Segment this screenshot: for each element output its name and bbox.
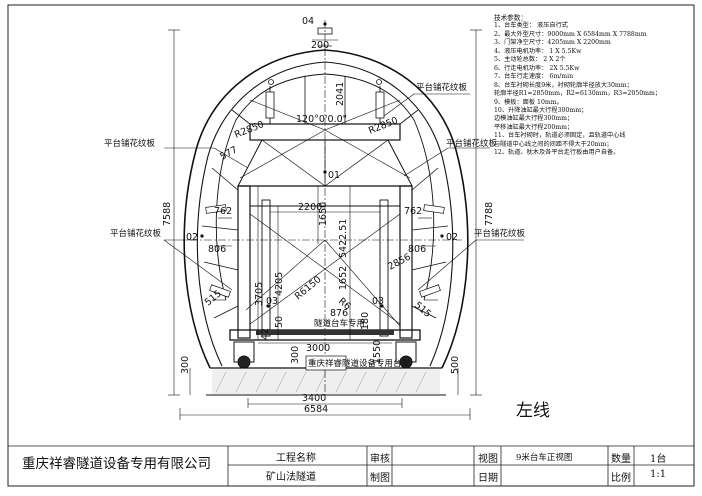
tech-note-11: 11、台车衬砌时，轨道必须固定，且轨道中心线	[494, 132, 626, 140]
tech-note-12: 12、轨道、枕木及各平台走行板由用户自备。	[494, 149, 620, 157]
scale-value: 1:1	[650, 469, 667, 480]
dim-5422: 5422.51	[338, 219, 349, 258]
dim-762-left: 762	[214, 206, 232, 217]
gantry-frame	[190, 20, 462, 400]
tech-note-10b: 边模油缸最大行程300mm；	[494, 115, 574, 123]
marker-o2-right: 02	[446, 232, 458, 243]
tech-note-9: 9、模板：面板 10mm。	[494, 98, 563, 106]
dim-300-left: 300	[180, 356, 191, 374]
dim-2200: 2200	[298, 202, 322, 213]
ground-fill	[212, 369, 440, 394]
sheet-border	[7, 4, 695, 487]
tech-note-10: 10、升降油缸最大行程300mm；	[494, 106, 588, 114]
dim-515-right: 515	[412, 300, 433, 320]
dim-200-top: 200	[311, 40, 329, 51]
dim-r2850-left: R2850	[233, 119, 266, 141]
dim-42: 42	[260, 328, 271, 340]
dim-762-right: 762	[404, 206, 422, 217]
review-label: 审核	[370, 454, 390, 465]
tech-note-10c: 平移油缸最大行程200mm；	[494, 123, 574, 131]
dim-876: 876	[330, 308, 348, 319]
tech-note-11b: 与隧道中心线之间的间距不得大于20mm；	[494, 140, 613, 148]
project-name-label: 工程名称	[276, 453, 316, 464]
base-label: 重庆祥睿隧道设备专用台车	[308, 358, 410, 369]
dim-300-mid: 300	[290, 346, 301, 364]
dim-2041: 2041	[335, 82, 346, 106]
dim-1650: 1650	[318, 202, 329, 226]
dim-3000: 3000	[306, 343, 330, 354]
dim-577: 577	[218, 144, 239, 162]
dim-6584: 6584	[304, 404, 328, 415]
callout-platform-right-lower: 平台铺花纹板	[474, 228, 526, 239]
dim-1652: 1652	[338, 266, 349, 290]
tech-notes: 技术参数： 1、台车类型： 液压自行式 2、最大外型尺寸：9000mm X 65…	[494, 14, 694, 158]
dimension-lines	[168, 29, 482, 420]
tech-note-1: 1、台车类型： 液压自行式	[494, 22, 568, 30]
draw-label: 制图	[370, 473, 390, 484]
dim-r6150: R6150	[293, 274, 324, 302]
tech-note-3: 3、门架净空尺寸：4205mm X 2200mm	[494, 39, 611, 47]
view-label: 视图	[478, 454, 498, 465]
tech-notes-title: 技术参数：	[494, 14, 527, 22]
callout-platform-top-right: 平台铺花纹板	[416, 82, 468, 93]
tech-note-4: 4、液压电机功率： 1 X 5.5Kw	[494, 47, 582, 55]
tech-note-8: 8、台车衬砌长度9米，衬砌轮廓半径放大30mm；	[494, 81, 633, 89]
date-label: 日期	[478, 473, 498, 484]
crown-feature	[268, 27, 382, 85]
dim-806-left: 806	[208, 244, 226, 255]
dim-500-right: 500	[450, 356, 461, 374]
dim-angle: 120°0'0.0"	[296, 114, 347, 125]
marker-o3-left: 03	[266, 296, 278, 307]
dim-180: 180	[360, 312, 371, 330]
dim-1550: 1550	[372, 340, 383, 364]
callout-leaders	[163, 93, 524, 291]
marker-o3-right: 03	[372, 296, 384, 307]
marker-o2-left: 02	[186, 232, 198, 243]
callout-platform-right-upper: 平台铺花纹板	[446, 138, 498, 149]
qty-label: 数量	[611, 454, 631, 465]
tech-note-8b: 轮廓半径R1=2850mm，R2=6130mm，R3=2050mm；	[494, 90, 662, 98]
tech-note-6: 6、行走电机功率： 2X 5.5Kw	[494, 64, 580, 72]
dim-50: 50	[274, 316, 285, 328]
callout-platform-left-upper: 平台铺花纹板	[104, 138, 156, 149]
callout-platform-left-lower: 平台铺花纹板	[110, 228, 162, 239]
marker-o1: 01	[328, 170, 340, 181]
dim-7788: 7788	[484, 202, 495, 226]
dim-3705: 3705	[254, 282, 265, 306]
scale-label: 比例	[611, 473, 631, 484]
tech-note-5: 5、主动轮总数： 2 X 2个	[494, 56, 566, 64]
dim-7588: 7588	[162, 202, 173, 226]
sign-label: 隧道台车专用	[314, 318, 365, 329]
marker-o4: 04	[302, 16, 314, 27]
view-value: 9米台车正视图	[516, 453, 573, 463]
view-side-label: 左线	[516, 401, 550, 421]
dim-3400: 3400	[302, 393, 326, 404]
dim-806-right: 806	[408, 244, 426, 255]
tech-note-7: 7、台车行走速度： 6m/min	[494, 73, 574, 81]
qty-value: 1台	[650, 454, 667, 465]
dim-4205: 4205	[274, 272, 285, 296]
project-name-value: 矿山法隧道	[266, 472, 316, 483]
company-name: 重庆祥睿隧道设备专用有限公司	[22, 456, 211, 472]
marker-dots	[200, 22, 444, 308]
title-block-frame	[8, 445, 694, 486]
tech-note-2: 2、最大外型尺寸：9000mm X 6584mm X 7788mm	[494, 30, 647, 38]
